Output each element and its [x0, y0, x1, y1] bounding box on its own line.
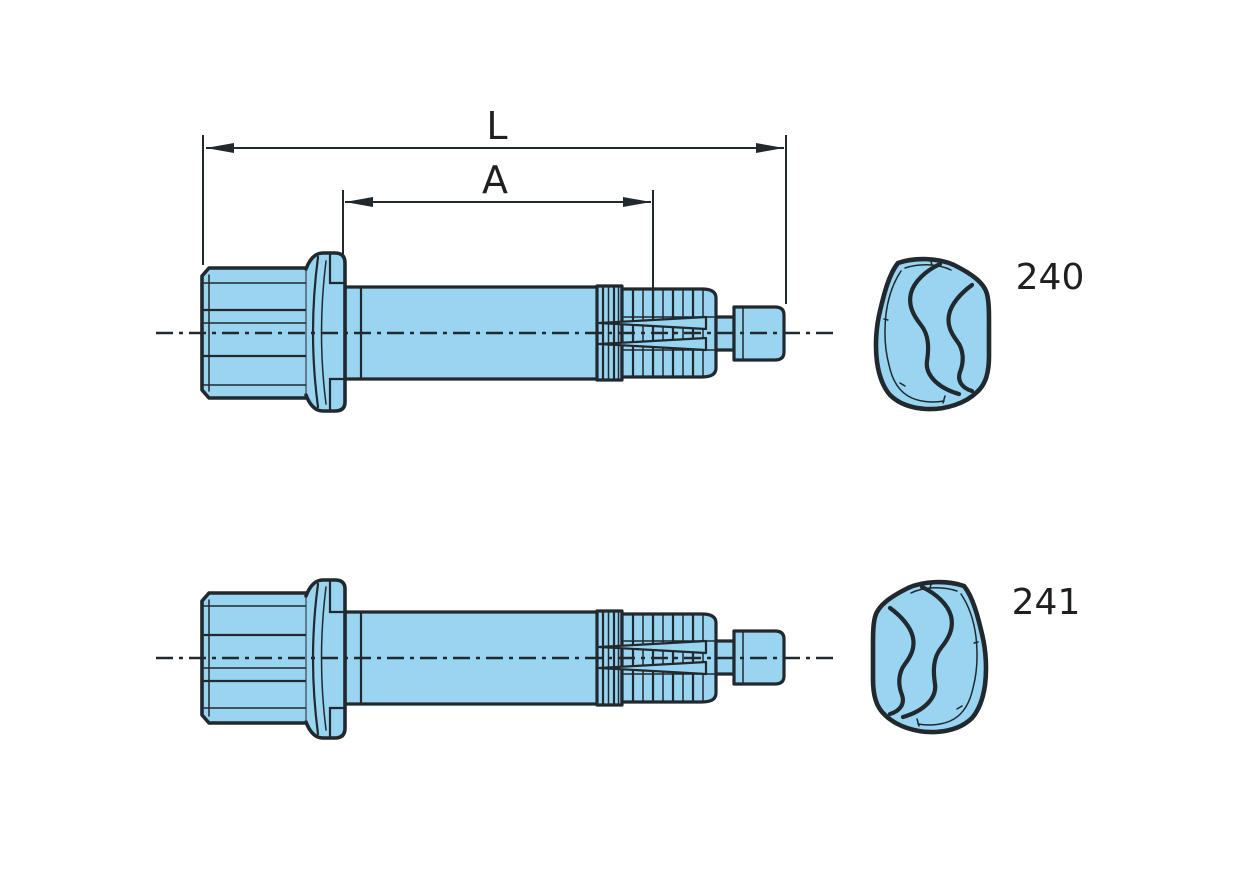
s-cam-241-profile [873, 581, 986, 732]
cam-number-241-label: 241 [1012, 582, 1081, 623]
dimension-L-label: L [486, 104, 507, 148]
camshaft-241-view: 241 [156, 578, 1081, 740]
dimension-L: L [202, 104, 787, 304]
dimension-L-arrow-right [756, 143, 784, 153]
dimension-L-arrow-left [206, 143, 234, 153]
dimension-A-arrow-right [623, 197, 651, 207]
camshaft-240-view: 240 [156, 251, 1085, 413]
dimension-A-arrow-left [345, 197, 373, 207]
dimension-A: A [342, 158, 654, 290]
cam-number-240-label: 240 [1016, 257, 1085, 298]
s-cam-240-profile [876, 258, 989, 409]
dimension-A-label: A [482, 158, 508, 202]
